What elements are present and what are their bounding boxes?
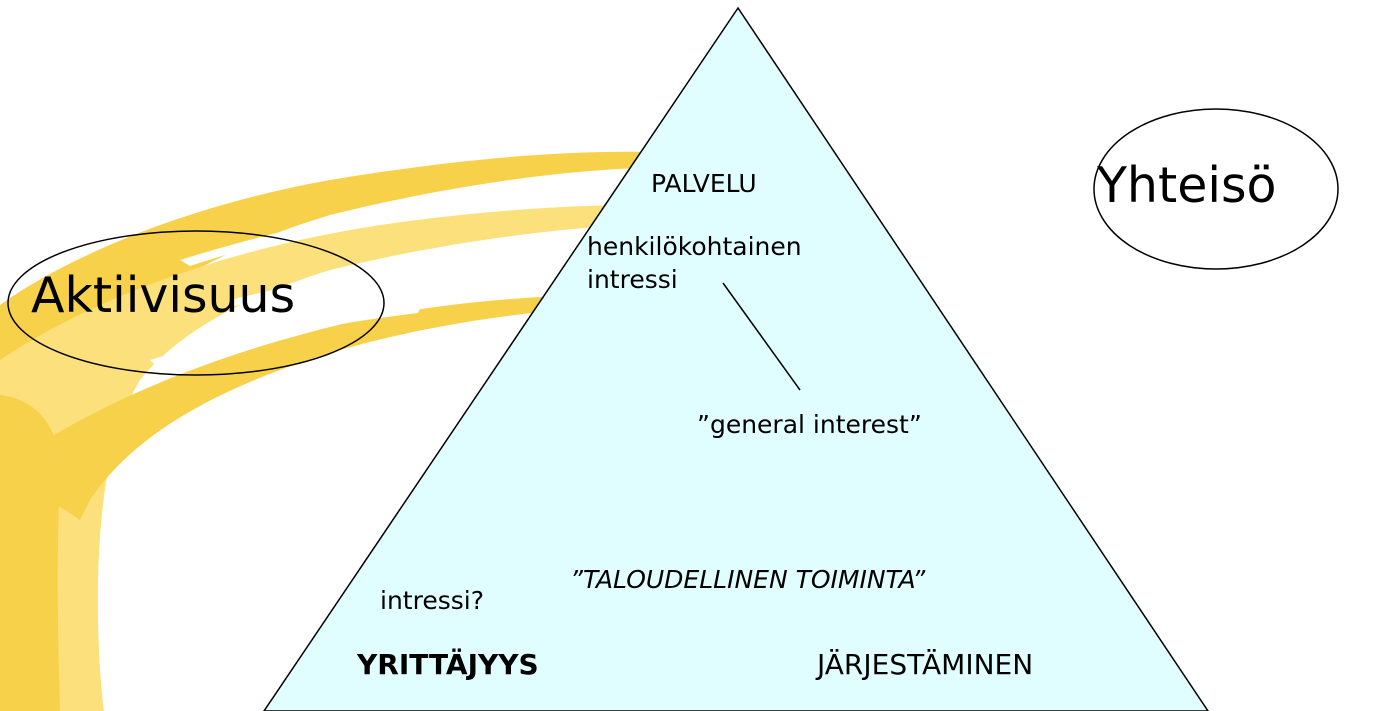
brush-streak-3 [150,308,420,366]
brush-streak-2 [230,258,500,306]
brush-streak-1 [180,200,470,266]
aktiivisuus-ellipse [7,230,385,376]
interest-question-label: intressi? [380,586,484,615]
interest-connector-line [722,282,801,391]
brush-lower-band [0,296,560,520]
personal-interest-line-1: henkilökohtainen [587,232,802,261]
yhteiso-label: Yhteisö [1097,157,1277,214]
yellow-brush-stroke [0,151,650,711]
pyramid-triangle [263,6,1209,711]
yhteiso-ellipse [1093,108,1339,270]
yrittajyys-label: YRITTÄJYYS [357,648,539,681]
aktiivisuus-label: Aktiivisuus [31,267,296,324]
personal-interest-line-2: intressi [587,265,678,294]
economic-activity-label: ”TALOUDELLINEN TOIMINTA” [570,565,926,594]
jarjestaminen-label: JÄRJESTÄMINEN [817,648,1034,681]
palvelu-label: PALVELU [651,169,757,198]
brush-streak-4 [160,394,300,434]
general-interest-label: ”general interest” [697,410,922,439]
brush-light-band [0,205,640,711]
